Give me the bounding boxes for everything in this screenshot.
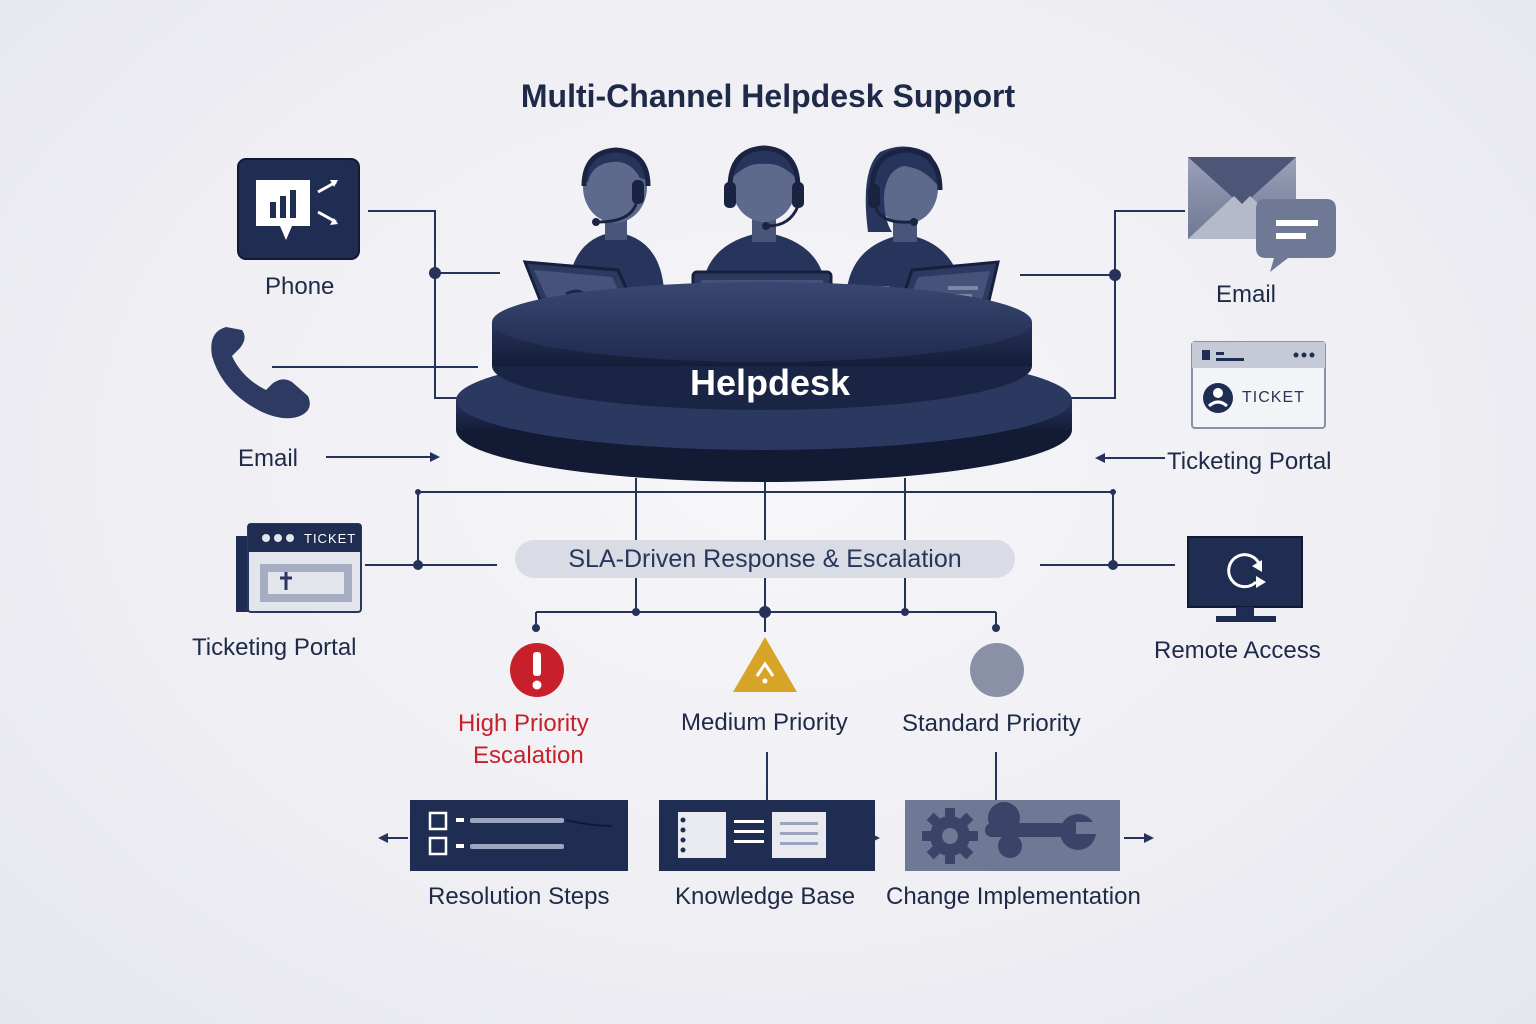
agent-left (568, 147, 664, 290)
change-implementation-label: Change Implementation (886, 883, 1141, 910)
high-priority-escalation-label: Escalation (473, 742, 584, 769)
standard-priority-label: Standard Priority (902, 710, 1081, 737)
remote-access-label: Remote Access (1154, 637, 1321, 664)
checklist-icon (410, 800, 628, 871)
page-title: Multi-Channel Helpdesk Support (520, 78, 1016, 114)
ticket-user-icon (1191, 341, 1326, 429)
helpdesk-desk (456, 282, 1072, 482)
medium-priority-label: Medium Priority (681, 709, 848, 736)
phone-handset-icon (211, 327, 310, 419)
ticket-window-icon (236, 523, 362, 613)
monitor-refresh-icon (1187, 536, 1303, 622)
warning-triangle-icon (733, 637, 797, 692)
ticket-badge-right: TICKET (1242, 389, 1305, 406)
ticketing-portal-label-right: Ticketing Portal (1167, 448, 1332, 475)
gear-wrench-icon (905, 800, 1120, 871)
alert-circle-icon (510, 643, 564, 697)
helpdesk-label: Helpdesk (689, 362, 851, 403)
ticketing-portal-label-left: Ticketing Portal (192, 634, 357, 661)
notebook-icon (659, 800, 875, 871)
sla-banner: SLA-Driven Response & Escalation (515, 540, 1015, 578)
knowledge-base-label: Knowledge Base (675, 883, 856, 910)
email-label-left: Email (238, 445, 299, 472)
ticket-badge-left: TICKET (304, 531, 357, 546)
neutral-circle-icon (970, 643, 1024, 697)
agent-center (702, 145, 826, 290)
chat-bubble-icon (1256, 199, 1336, 272)
connector-dots (413, 267, 1121, 632)
email-label-right: Email (1216, 281, 1277, 308)
chat-bars-icon (237, 158, 360, 260)
resolution-steps-label: Resolution Steps (428, 883, 610, 910)
agent-right (846, 146, 962, 296)
phone-label: Phone (265, 273, 335, 300)
high-priority-label: High Priority (458, 710, 589, 737)
